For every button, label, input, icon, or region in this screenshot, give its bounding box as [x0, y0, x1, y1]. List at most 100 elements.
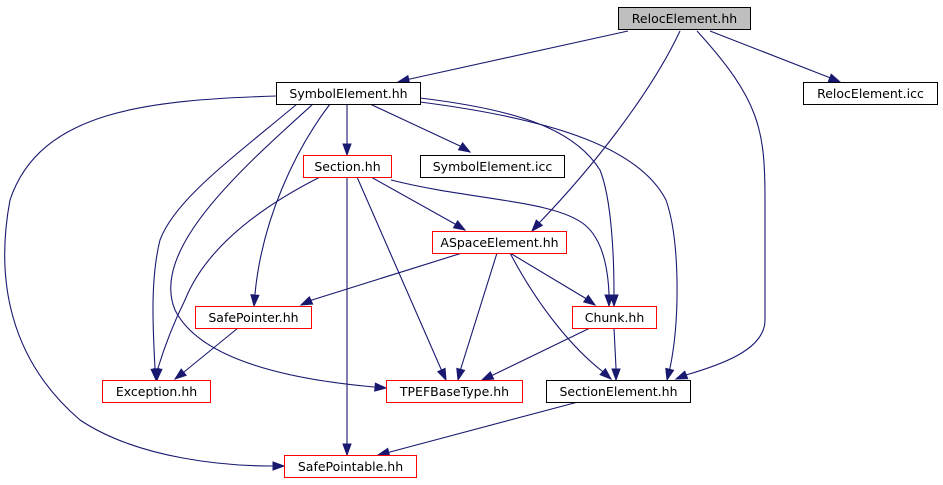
- node-aspaceelement-hh[interactable]: ASpaceElement.hh: [432, 231, 567, 254]
- edge-line: [377, 401, 579, 456]
- node-label[interactable]: SymbolElement.icc: [433, 159, 553, 174]
- edge-line: [709, 30, 841, 83]
- node-box[interactable]: [284, 455, 417, 478]
- node-box[interactable]: [546, 380, 691, 403]
- arrowhead: [599, 367, 613, 380]
- edge-line: [174, 327, 239, 380]
- edge-aspaceelement_hh-to-chunk_hh: [509, 252, 597, 306]
- edge-line: [675, 30, 766, 380]
- edge-line: [253, 103, 331, 307]
- arrowhead: [153, 368, 163, 382]
- edge-line: [509, 252, 596, 306]
- arrowhead: [456, 367, 466, 382]
- node-label[interactable]: Section.hh: [314, 159, 380, 174]
- edge-line: [4, 95, 284, 467]
- node-label[interactable]: SymbolElement.hh: [289, 86, 407, 101]
- arrowhead: [342, 443, 352, 457]
- node-sectionelement-hh[interactable]: SectionElement.hh: [546, 380, 691, 403]
- node-label[interactable]: RelocElement.hh: [632, 11, 737, 26]
- node-label[interactable]: RelocElement.icc: [817, 86, 924, 101]
- node-label[interactable]: TPEFBaseType.hh: [399, 384, 509, 399]
- node-box[interactable]: [618, 7, 751, 30]
- node-box[interactable]: [276, 82, 421, 105]
- node-label[interactable]: Exception.hh: [116, 384, 197, 399]
- arrowhead: [604, 294, 614, 308]
- edge-symbolelement_hh-to-tpefbasetype_hh: [170, 103, 388, 392]
- node-box[interactable]: [572, 306, 657, 329]
- arrowhead: [531, 219, 544, 233]
- arrowhead: [299, 295, 314, 306]
- node-safepointable-hh[interactable]: SafePointable.hh: [284, 455, 417, 478]
- arrowhead: [457, 142, 472, 153]
- edge-line: [481, 327, 591, 381]
- edge-aspaceelement_hh-to-tpefbasetype_hh: [456, 252, 498, 382]
- node-label[interactable]: Chunk.hh: [585, 310, 645, 325]
- node-symbolelement-hh[interactable]: SymbolElement.hh: [276, 82, 421, 105]
- edge-line: [300, 252, 463, 306]
- edge-line: [170, 103, 387, 389]
- arrowhead: [480, 370, 495, 381]
- node-exception-hh[interactable]: Exception.hh: [102, 380, 211, 403]
- node-box[interactable]: [803, 82, 938, 105]
- edge-symbolelement_hh-to-exception_hh: [150, 103, 298, 382]
- node-symbolelement-icc[interactable]: SymbolElement.icc: [420, 155, 565, 178]
- node-relocelement-hh[interactable]: RelocElement.hh: [618, 7, 751, 30]
- edge-relocelement_hh-to-sectionelement_hh: [674, 30, 766, 380]
- arrowhead: [452, 220, 467, 231]
- edge-chunk_hh-to-tpefbasetype_hh: [480, 327, 591, 381]
- edge-symbolelement_hh-to-sectionelement_hh: [419, 101, 678, 382]
- edge-line: [419, 101, 678, 381]
- edge-line: [419, 97, 615, 306]
- edges-layer: [4, 30, 842, 471]
- node-label[interactable]: SafePointer.hh: [208, 310, 298, 325]
- node-safepointer-hh[interactable]: SafePointer.hh: [195, 306, 312, 329]
- node-box[interactable]: [386, 380, 523, 403]
- arrowhead: [272, 461, 286, 471]
- node-box[interactable]: [303, 155, 392, 178]
- node-label[interactable]: SafePointable.hh: [298, 459, 403, 474]
- edge-symbolelement_hh-to-chunk_hh: [419, 97, 619, 308]
- edge-line: [397, 30, 629, 83]
- edge-line: [152, 103, 298, 381]
- edge-section_hh-to-chunk_hh: [390, 179, 614, 308]
- edge-line: [156, 176, 321, 381]
- node-tpefbasetype-hh[interactable]: TPEFBaseType.hh: [386, 380, 523, 403]
- edge-section_hh-to-exception_hh: [153, 176, 321, 382]
- edge-line: [369, 103, 471, 153]
- arrowhead: [250, 294, 260, 308]
- edge-section_hh-to-safepointable_hh: [342, 177, 352, 457]
- node-label[interactable]: SectionElement.hh: [559, 384, 677, 399]
- edge-line: [390, 179, 610, 306]
- edge-symbolelement_hh-to-symbolelement_icc: [369, 103, 472, 153]
- node-relocelement-icc[interactable]: RelocElement.icc: [803, 82, 938, 105]
- node-box[interactable]: [195, 306, 312, 329]
- arrowhead: [436, 367, 447, 382]
- edge-safepointer_hh-to-exception_hh: [173, 327, 239, 380]
- arrowhead: [827, 73, 842, 83]
- edge-section_hh-to-tpefbasetype_hh: [356, 176, 447, 382]
- arrowhead: [611, 368, 621, 382]
- node-label[interactable]: ASpaceElement.hh: [440, 235, 558, 250]
- node-chunk-hh[interactable]: Chunk.hh: [572, 306, 657, 329]
- edge-symbolelement_hh-to-safepointable_hh: [4, 95, 286, 471]
- edge-line: [509, 252, 612, 380]
- edge-aspaceelement_hh-to-sectionelement_hh: [509, 252, 613, 380]
- edge-line: [370, 176, 466, 231]
- arrowhead: [582, 294, 597, 306]
- arrowhead: [374, 382, 388, 392]
- edge-symbolelement_hh-to-section_hh: [342, 104, 352, 157]
- node-box[interactable]: [432, 231, 567, 254]
- node-section-hh[interactable]: Section.hh: [303, 155, 392, 178]
- edge-section_hh-to-aspaceelement_hh: [370, 176, 467, 231]
- arrowhead: [674, 370, 689, 380]
- node-box[interactable]: [420, 155, 565, 178]
- edge-line: [356, 176, 447, 381]
- edge-relocelement_hh-to-relocelement_icc: [709, 30, 842, 83]
- edge-relocelement_hh-to-symbolelement_hh: [396, 30, 629, 85]
- node-box[interactable]: [102, 380, 211, 403]
- arrowhead: [342, 143, 352, 157]
- edge-line: [457, 252, 498, 381]
- edge-symbolelement_hh-to-safepointer_hh: [250, 103, 331, 308]
